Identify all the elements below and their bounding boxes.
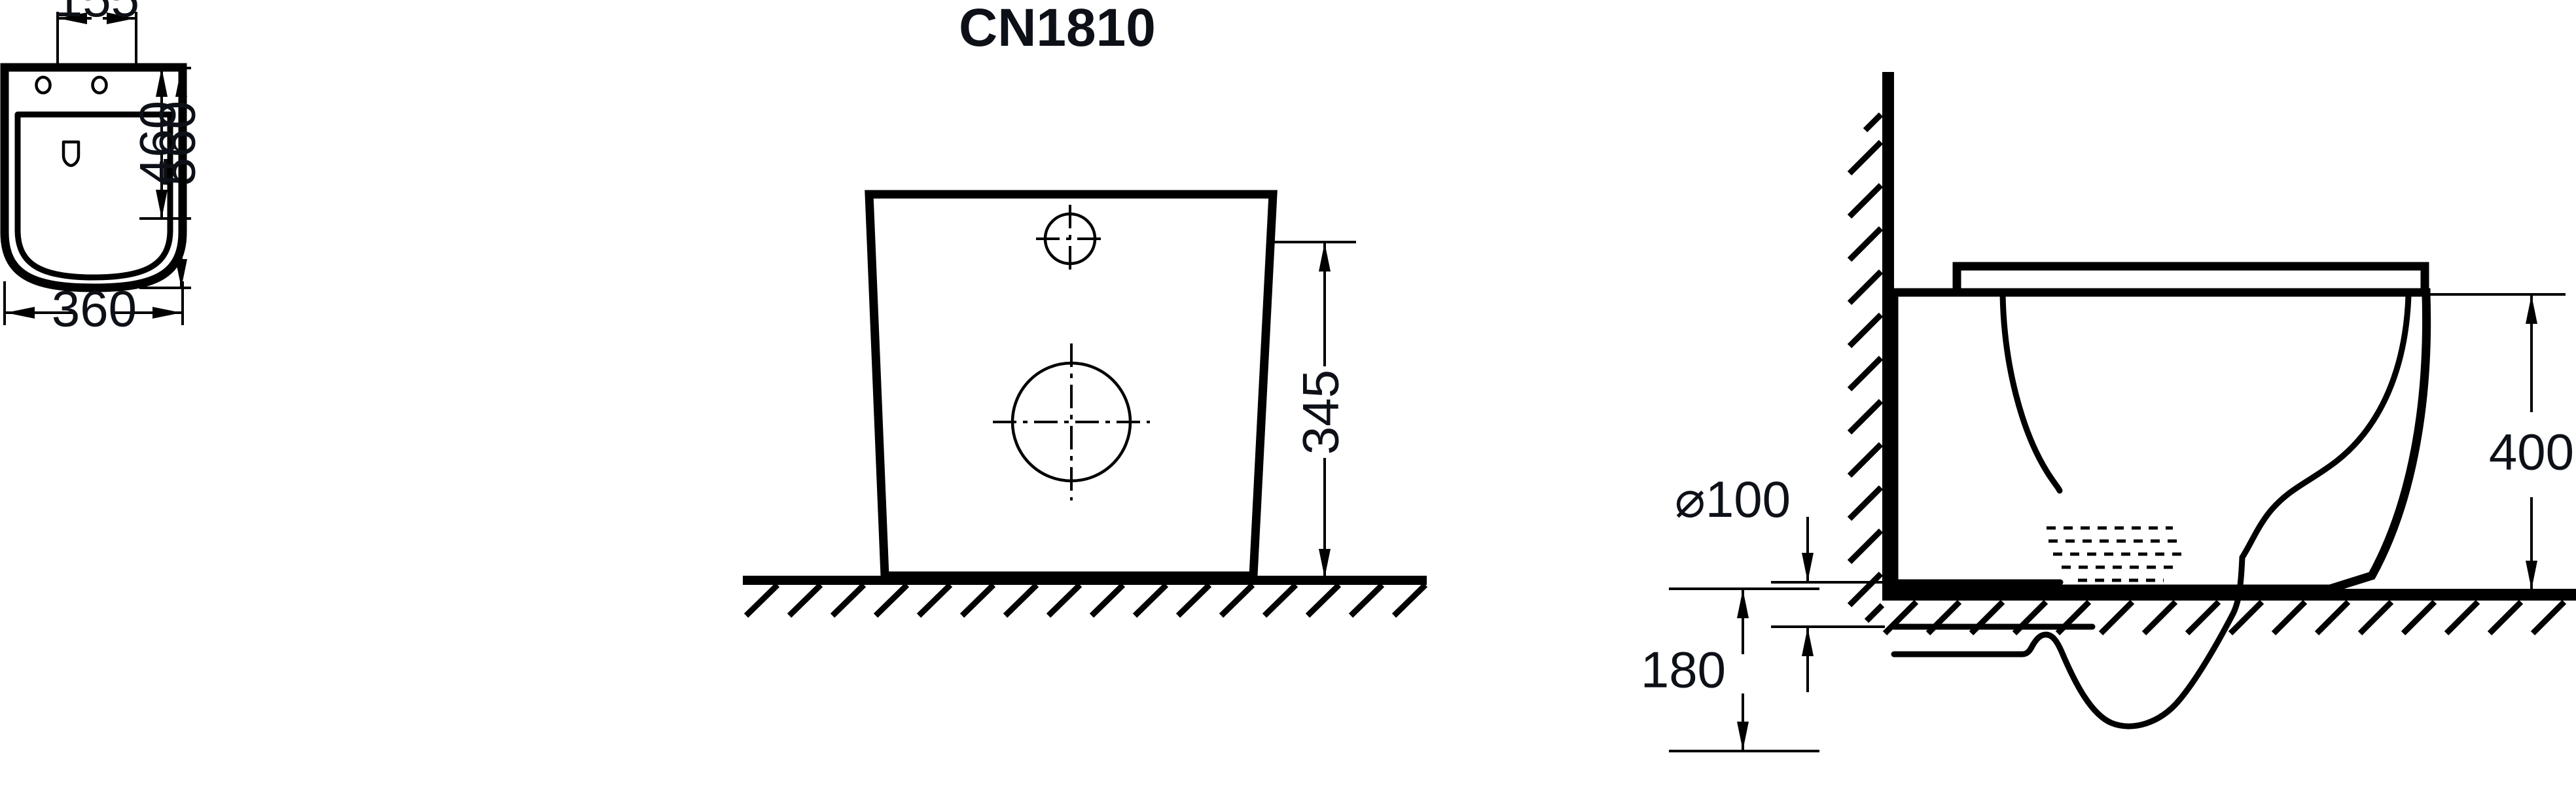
dim-label-400: 400	[2489, 423, 2574, 481]
dim-label-360: 360	[52, 280, 137, 338]
dim-label-460: 460	[129, 101, 187, 186]
pan-outer-profile	[2324, 290, 2431, 595]
flush-outlet-detail	[62, 140, 80, 167]
waste-outlet-circle	[1011, 361, 1132, 483]
floor-line-section	[1882, 589, 2576, 601]
fixing-hole-right-icon	[91, 75, 108, 95]
bowl-inner-left	[1999, 291, 2063, 494]
floor-hatching-rear	[743, 582, 1428, 618]
fixing-hole-left-icon	[35, 75, 52, 95]
plan-view-group: 155 460 560 360	[0, 0, 206, 338]
dim-label-100: ⌀100	[1675, 470, 1791, 528]
dim-label-560: 560	[149, 101, 206, 186]
bowl-inner-right	[2239, 292, 2412, 561]
dim-label-345: 345	[1292, 370, 1350, 455]
drawing-title: CN1810	[959, 0, 1156, 58]
rear-elevation-group: CN1810	[743, 0, 1428, 618]
water-level-hatching	[2047, 526, 2186, 582]
seat-outline	[14, 111, 173, 281]
floor-hatching-section	[1882, 599, 2567, 636]
water-trap-profile	[1891, 554, 2245, 729]
seat-lid-top	[1952, 262, 2429, 297]
side-section-group: ⌀100 180 400	[1641, 72, 2576, 752]
pan-outer-outline	[0, 63, 187, 292]
dim-label-155: 155	[54, 0, 139, 27]
wall-hatching	[1847, 112, 1885, 623]
dim-label-180: 180	[1641, 641, 1726, 699]
floor-line-rear	[743, 576, 1427, 585]
